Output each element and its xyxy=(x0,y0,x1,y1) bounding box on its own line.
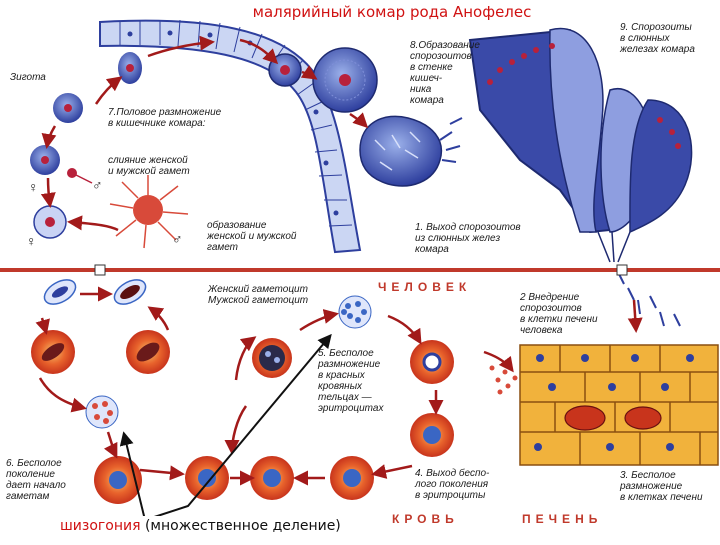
gametocyte-rbc-left xyxy=(31,330,75,374)
salivary-glands xyxy=(468,27,693,263)
label-human: ЧЕЛОВЕК xyxy=(378,280,472,294)
erythrocyte-stage-3 xyxy=(330,456,374,500)
liver-schizont xyxy=(564,405,662,431)
zygote-cell xyxy=(53,93,83,123)
exflagellating-male-cell xyxy=(109,175,189,249)
erythrocyte-cycle xyxy=(31,279,454,504)
label-stage-2: 2 Внедрение спорозоитов в клетки печени … xyxy=(520,292,598,336)
label-stage-8: 8.Образование спорозоитов в стенке кишеч… xyxy=(410,40,480,106)
label-gamete-fusion: слияние женской и мужской гамет xyxy=(108,155,190,177)
label-blood: КРОВЬ xyxy=(392,512,459,526)
label-stage-3: 3. Бесполое размножение в клетках печени xyxy=(620,470,703,503)
erythrocyte-stage-5 xyxy=(185,456,229,500)
label-gamete-formation: образование женской и мужской гамет xyxy=(207,220,297,253)
male-gametocyte-cell xyxy=(113,279,147,305)
label-stage-1: 1. Выход спорозоитов из слюнных желез ко… xyxy=(415,222,521,255)
erythrocyte-stage-4 xyxy=(250,456,294,500)
label-male-gametocyte: Мужской гаметоцит xyxy=(208,295,309,306)
erythrocyte-stage-2 xyxy=(410,413,454,457)
merozoite-cluster-left xyxy=(85,395,119,429)
cycle-arrows xyxy=(35,35,643,486)
mosquito-human-divider xyxy=(0,264,720,276)
erythrocyte-stage-6 xyxy=(94,456,142,504)
sporozoites-exiting xyxy=(617,271,681,327)
female-gamete-cell xyxy=(33,205,67,239)
erythrocyte-schizont-dark xyxy=(252,338,292,378)
female-symbol-2: ♀ xyxy=(26,233,37,249)
label-stage-5: 5. Бесполое размножение в красных кровян… xyxy=(318,348,384,414)
female-gametocyte-cell xyxy=(43,279,77,305)
label-zygote: Зигота xyxy=(10,72,46,83)
oocyst-ruptured xyxy=(359,115,463,187)
male-symbol-1: ♂ xyxy=(92,177,103,193)
label-female-gametocyte: Женский гаметоцит xyxy=(208,284,308,295)
schizogony-term: шизогония xyxy=(60,518,141,534)
liver-tissue xyxy=(489,344,719,466)
gamete-fusion-cell xyxy=(30,145,93,184)
label-liver: ПЕЧЕНЬ xyxy=(522,512,603,526)
label-stage-4: 4. Выход беспо- лого поколения в эритроц… xyxy=(415,468,490,501)
gametocyte-rbc-right xyxy=(126,330,170,374)
schizogony-arrows xyxy=(119,333,332,521)
mosquito-sexual-stages xyxy=(30,52,189,249)
diagram-title: малярийный комар рода Анофелес xyxy=(244,0,540,24)
schizogony-description: (множественное деление) xyxy=(140,518,341,534)
erythrocyte-stage-ring xyxy=(410,340,454,384)
ookinete-cell xyxy=(118,52,142,84)
merozoite-cluster-top xyxy=(338,295,372,329)
schizogony-annotation: шизогония (множественное деление) xyxy=(60,516,360,536)
male-symbol-2: ♂ xyxy=(172,231,183,247)
label-stage-7: 7.Половое размножение в кишечнике комара… xyxy=(108,107,222,129)
label-stage-9: 9. Спорозоиты в слюнных железах комара xyxy=(620,22,695,55)
label-stage-6: 6. Бесполое поколение дает начало гамета… xyxy=(6,458,66,502)
female-symbol-1: ♀ xyxy=(28,179,39,195)
oocyst-medium xyxy=(312,47,378,113)
